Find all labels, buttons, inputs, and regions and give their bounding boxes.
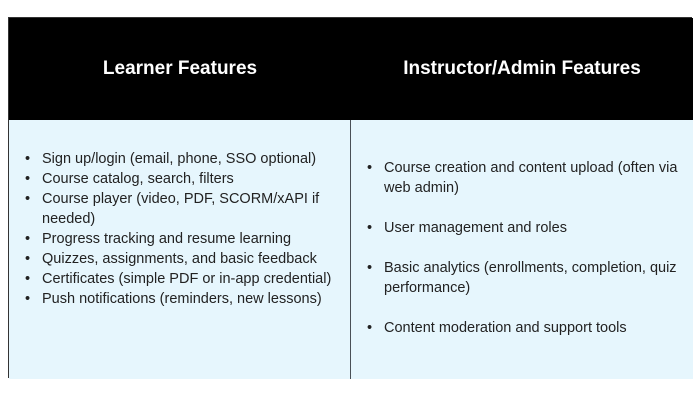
list-item: Course creation and content upload (ofte…	[367, 158, 685, 198]
list-item: Quizzes, assignments, and basic feedback	[25, 249, 342, 269]
list-item: Push notifications (reminders, new lesso…	[25, 289, 342, 309]
list-item: Sign up/login (email, phone, SSO optiona…	[25, 149, 342, 169]
list-item: Certificates (simple PDF or in-app crede…	[25, 269, 342, 289]
learner-features-list: Sign up/login (email, phone, SSO optiona…	[23, 149, 342, 309]
features-table: Learner Features Instructor/Admin Featur…	[8, 17, 693, 379]
admin-features-cell: Course creation and content upload (ofte…	[351, 120, 693, 379]
list-item: Progress tracking and resume learning	[25, 229, 342, 249]
admin-features-list: Course creation and content upload (ofte…	[365, 158, 685, 338]
list-item: User management and roles	[367, 218, 685, 238]
list-item: Content moderation and support tools	[367, 318, 685, 338]
learner-features-cell: Sign up/login (email, phone, SSO optiona…	[9, 120, 351, 379]
header-admin-features: Instructor/Admin Features	[351, 18, 693, 120]
list-item: Basic analytics (enrollments, completion…	[367, 258, 685, 298]
list-item: Course catalog, search, filters	[25, 169, 342, 189]
header-learner-features: Learner Features	[9, 18, 351, 120]
list-item: Course player (video, PDF, SCORM/xAPI if…	[25, 189, 342, 229]
